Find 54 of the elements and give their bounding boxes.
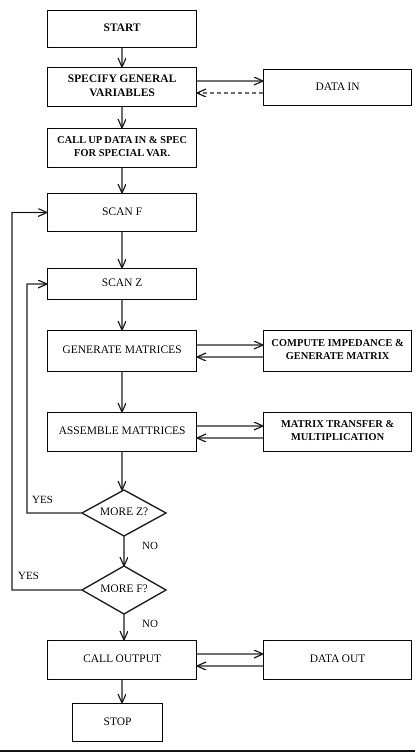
node-text: SCAN Z	[102, 277, 142, 291]
edge-label: YES	[30, 494, 55, 506]
arrow	[197, 421, 264, 431]
process-box	[47, 412, 197, 452]
node-text: DATA IN	[315, 80, 360, 94]
process-box	[47, 67, 197, 107]
arrow	[196, 661, 263, 671]
arrow	[26, 279, 82, 514]
arrow	[196, 433, 263, 443]
node-text: MORE Z?	[100, 506, 148, 520]
arrow	[117, 232, 127, 269]
process-box	[263, 69, 412, 106]
node-text: SPECIFY GENERAL VARIABLES	[66, 73, 178, 101]
arrow	[117, 107, 127, 129]
node-text: CALL UP DATA IN & SPEC FOR SPECIAL VAR.	[56, 135, 188, 161]
arrow	[11, 208, 82, 591]
edge-label: NO	[140, 618, 160, 630]
arrow	[196, 88, 263, 98]
process-box	[47, 268, 197, 300]
arrow	[197, 649, 264, 659]
node-text: DATA OUT	[310, 653, 366, 667]
arrow	[117, 168, 127, 194]
process-box	[47, 128, 197, 168]
process-box	[72, 703, 163, 742]
process-box	[47, 330, 197, 372]
decision-diamond	[82, 566, 166, 614]
node-text: MORE F?	[100, 583, 148, 597]
node-text: GENERATE MATRICES	[62, 344, 182, 358]
node-text: CALL OUTPUT	[83, 653, 161, 667]
node-text: STOP	[104, 716, 132, 730]
arrow	[197, 76, 264, 86]
arrow	[117, 372, 127, 413]
process-box	[263, 412, 412, 452]
node-text: COMPUTE IMPEDANCE & GENERATE MATRIX	[270, 338, 405, 364]
arrow	[117, 48, 127, 68]
process-box	[263, 330, 412, 372]
arrow	[119, 614, 129, 641]
process-box	[47, 193, 197, 232]
arrow	[117, 300, 127, 331]
arrow	[119, 536, 129, 567]
edge-label: YES	[16, 570, 41, 582]
process-box	[47, 10, 197, 48]
arrow	[197, 340, 264, 350]
arrow	[196, 352, 263, 362]
node-text: SCAN F	[102, 206, 142, 220]
process-box	[47, 640, 197, 680]
decision-diamond	[82, 490, 166, 536]
arrow	[117, 680, 127, 704]
node-text: ASSEMBLE MATTRICES	[58, 425, 186, 439]
arrow	[117, 452, 127, 491]
node-text: START	[103, 22, 141, 36]
node-text: MATRIX TRANSFER & MULTIPLICATION	[280, 419, 396, 445]
edge-label: NO	[140, 540, 160, 552]
process-box	[263, 640, 412, 680]
